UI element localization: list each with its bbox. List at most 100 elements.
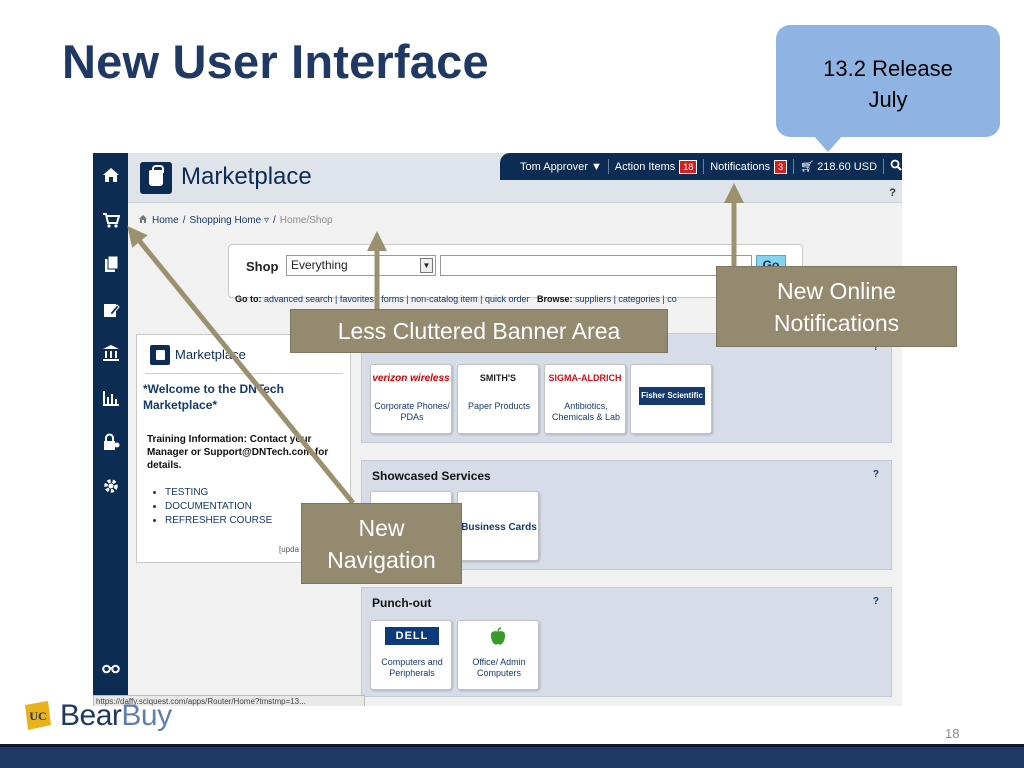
section-title: Punch-out bbox=[372, 596, 432, 610]
updated-note: [upda bbox=[279, 545, 300, 554]
section-help[interactable]: ? bbox=[872, 342, 879, 353]
notifications-annotation: New Online Notifications bbox=[716, 266, 957, 347]
breadcrumb: Home / Shopping Home ▿ / Home/Shop bbox=[138, 214, 333, 227]
shop-scope-select[interactable]: Everything ▼ bbox=[286, 255, 436, 276]
supplier-label: Antibiotics, Chemicals & Lab bbox=[551, 401, 621, 422]
apple-icon bbox=[458, 627, 538, 650]
gear-icon[interactable] bbox=[101, 477, 121, 497]
supplier-logo: DELL bbox=[385, 627, 439, 645]
documents-icon[interactable] bbox=[101, 255, 121, 275]
supplier-logo: SIGMA-ALDRICH bbox=[548, 373, 622, 383]
search-icon[interactable] bbox=[890, 159, 902, 174]
left-navigation bbox=[93, 153, 128, 706]
list-item[interactable]: DOCUMENTATION bbox=[165, 500, 272, 514]
user-name: Tom Approver bbox=[520, 160, 588, 173]
banner-annotation: Less Cluttered Banner Area bbox=[290, 309, 668, 353]
list-item[interactable]: REFRESHER COURSE bbox=[165, 514, 272, 528]
supplier-tile[interactable]: verizon wireless Corporate Phones/ PDAs bbox=[370, 364, 452, 434]
breadcrumb-shopping-home[interactable]: Shopping Home ▿ bbox=[189, 215, 269, 226]
supplier-tile[interactable]: Fisher Scientific bbox=[630, 364, 712, 434]
punch-out-section: Punch-out ? DELL Computers and Periphera… bbox=[361, 587, 892, 697]
notifications-annotation-line2: Notifications bbox=[773, 310, 900, 336]
navigation-annotation-line1: New bbox=[358, 515, 405, 541]
uc-badge-text: UC bbox=[29, 709, 46, 723]
security-lock-icon[interactable] bbox=[101, 433, 121, 453]
supplier-logo: Fisher Scientific bbox=[639, 387, 705, 405]
release-callout-text: 13.2 Release July bbox=[776, 53, 1000, 115]
supplier-tile[interactable]: SIGMA-ALDRICH Antibiotics, Chemicals & L… bbox=[544, 364, 626, 434]
punchout-label: Computers and Peripherals bbox=[381, 657, 443, 678]
binoculars-icon[interactable] bbox=[101, 658, 121, 678]
training-info: Training Information: Contact your Manag… bbox=[147, 434, 329, 471]
service-tile[interactable]: Business Cards bbox=[457, 491, 539, 561]
help-button[interactable]: ? bbox=[889, 187, 896, 199]
action-items-badge: 18 bbox=[679, 159, 698, 174]
slide-title: New User Interface bbox=[62, 35, 489, 88]
list-item[interactable]: TESTING bbox=[165, 486, 272, 500]
breadcrumb-home[interactable]: Home bbox=[152, 215, 179, 226]
supplier-tile[interactable]: SMITH'S Paper Products bbox=[457, 364, 539, 434]
punchout-tile[interactable]: DELL Computers and Peripherals bbox=[370, 620, 452, 690]
section-title: Showcased Services bbox=[372, 469, 491, 483]
marketplace-logo-icon bbox=[150, 345, 170, 365]
bank-icon[interactable] bbox=[101, 344, 121, 364]
chevron-down-icon: ▼ bbox=[590, 160, 602, 173]
welcome-link-list: TESTING DOCUMENTATION REFRESHER COURSE bbox=[165, 486, 272, 528]
shop-search-input[interactable] bbox=[440, 255, 752, 276]
app-title: Marketplace bbox=[181, 163, 312, 190]
punchout-label: Office/ Admin Computers bbox=[472, 657, 526, 678]
supplier-label: Corporate Phones/ PDAs bbox=[374, 401, 450, 422]
bearbuy-logo-light: Buy bbox=[121, 699, 172, 732]
cart-button[interactable]: 🛒︎ 218.60 USD bbox=[800, 160, 877, 173]
browse-label: Browse: bbox=[537, 294, 573, 304]
footer-bar bbox=[0, 744, 1024, 768]
goto-label: Go to: bbox=[235, 294, 262, 304]
bearbuy-logo-bold: Bear bbox=[60, 699, 122, 732]
release-callout bbox=[776, 25, 1000, 137]
breadcrumb-separator: / bbox=[182, 215, 186, 226]
breadcrumb-separator: / bbox=[273, 215, 276, 226]
notifications-annotation-line1: New Online bbox=[777, 278, 896, 304]
chevron-down-icon: ▿ bbox=[263, 215, 269, 226]
edit-form-icon[interactable] bbox=[101, 301, 121, 321]
welcome-heading: *Welcome to the DNTech Marketplace* bbox=[143, 382, 284, 412]
service-label: Business Cards bbox=[461, 522, 537, 533]
release-month: July bbox=[868, 87, 908, 112]
supplier-logo: verizon wireless bbox=[372, 373, 450, 384]
bearbuy-logo: UC BearBuy bbox=[20, 699, 172, 733]
page-number: 18 bbox=[945, 726, 960, 741]
shop-label: Shop bbox=[246, 259, 279, 274]
breadcrumb-current: Home/Shop bbox=[279, 215, 333, 226]
notifications-label: Notifications bbox=[710, 160, 771, 173]
supplier-logo: SMITH'S bbox=[479, 373, 517, 383]
home-icon[interactable] bbox=[101, 166, 121, 186]
navigation-annotation-line2: Navigation bbox=[327, 547, 436, 573]
browse-links-list[interactable]: suppliers | categories | co bbox=[575, 294, 677, 304]
goto-links-list[interactable]: advanced search | favorites | forms | no… bbox=[264, 294, 530, 304]
reports-chart-icon[interactable] bbox=[101, 389, 121, 409]
user-menu[interactable]: Tom Approver ▼ bbox=[520, 161, 602, 173]
cart-small-icon: 🛒︎ bbox=[800, 161, 815, 173]
release-callout-tail bbox=[812, 134, 844, 152]
uc-badge-icon: UC bbox=[20, 699, 54, 733]
marketplace-logo-icon bbox=[140, 162, 172, 194]
home-small-icon bbox=[138, 214, 148, 227]
release-version: 13.2 Release bbox=[823, 56, 953, 81]
dropdown-arrow-icon: ▼ bbox=[420, 258, 433, 273]
navigation-annotation: New Navigation bbox=[301, 503, 462, 584]
cart-icon[interactable] bbox=[101, 211, 121, 231]
goto-links: Go to: advanced search | favorites | for… bbox=[235, 294, 677, 304]
breadcrumb-shopping-home-label: Shopping Home bbox=[189, 215, 262, 226]
section-help[interactable]: ? bbox=[872, 596, 879, 607]
section-help[interactable]: ? bbox=[872, 469, 879, 480]
punchout-tile[interactable]: Office/ Admin Computers bbox=[457, 620, 539, 690]
welcome-logo-text: Marketplace bbox=[175, 347, 246, 362]
shop-scope-value: Everything bbox=[291, 258, 348, 272]
browser-status-bar: https://daffy.sciquest.com/apps/Router/H… bbox=[93, 695, 365, 706]
